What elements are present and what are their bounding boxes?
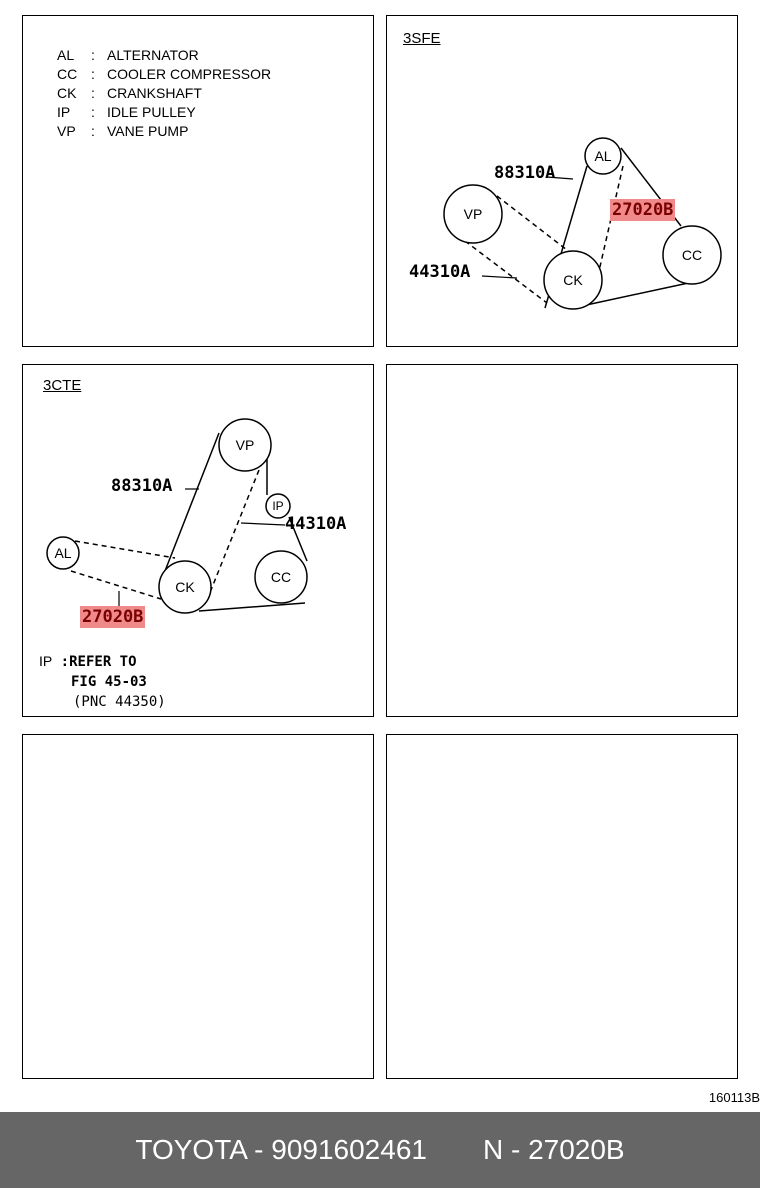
part-number-27020b[interactable]: 27020B xyxy=(80,606,146,628)
pulley-cc xyxy=(254,550,308,604)
legend-sep: : xyxy=(91,85,95,101)
belt-27020b-line xyxy=(198,602,306,612)
belt-diagram-3sfe: AL VP CK CC xyxy=(443,137,722,310)
legend-panel: AL: ALTERNATOR CC: COOLER COMPRESSOR CK: CR… xyxy=(22,15,374,347)
empty-panel xyxy=(22,734,374,1079)
leader-line xyxy=(481,275,518,279)
note-line[interactable]: FIG 45-03 xyxy=(71,674,147,690)
pulley-label: VP xyxy=(236,437,255,453)
legend-name: ALTERNATOR xyxy=(107,47,199,63)
footer-brand-part: TOYOTA - 9091602461 xyxy=(135,1134,427,1165)
pulley-label: CC xyxy=(682,247,702,263)
legend-code: VP xyxy=(57,123,76,139)
pulley-label: CK xyxy=(563,272,583,288)
leader-line xyxy=(240,522,286,526)
pulley-label: AL xyxy=(54,545,71,561)
footer-pnc: N - 27020B xyxy=(482,1134,625,1165)
belt-27020b-line xyxy=(576,281,694,308)
legend-name: COOLER COMPRESSOR xyxy=(107,66,272,82)
engine-label: 3CTE xyxy=(43,377,82,394)
legend-row: CK: CRANKSHAFT xyxy=(57,84,271,103)
leader-line xyxy=(546,176,574,180)
legend-sep: : xyxy=(91,104,95,120)
legend-code: AL xyxy=(57,47,75,63)
belt-27020b-line xyxy=(288,516,308,562)
part-number-27020b[interactable]: 27020B xyxy=(610,199,676,221)
pulley-ip xyxy=(265,493,291,519)
figure-id: 160113B xyxy=(708,1090,760,1105)
belt-44310a-line xyxy=(464,240,548,304)
diagram-3cte-panel: VP IP AL CK CC 3CTE 88310A 44310A 27020B… xyxy=(22,364,374,717)
pulley-cc xyxy=(662,225,722,285)
legend-code: CK xyxy=(57,85,77,101)
legend-name: IDLE PULLEY xyxy=(107,104,196,120)
belt-27020b-line xyxy=(70,570,162,600)
belt-27020b-line xyxy=(74,540,176,559)
empty-panel xyxy=(386,364,738,717)
pulley-label: CK xyxy=(175,579,195,595)
note-text: :REFER TO xyxy=(60,654,137,670)
pulley-ck xyxy=(543,250,603,310)
pulley-vp xyxy=(218,418,272,472)
belt-diagram-3cte: VP IP AL CK CC xyxy=(46,418,308,614)
legend-code: IP xyxy=(57,104,71,120)
note-ip: IP xyxy=(39,653,53,669)
legend-row: CC: COOLER COMPRESSOR xyxy=(57,65,271,84)
engine-label: 3SFE xyxy=(403,30,441,47)
pulley-label: AL xyxy=(594,148,611,164)
legend-row: AL: ALTERNATOR xyxy=(57,46,271,65)
legend-name: VANE PUMP xyxy=(107,123,189,139)
belt-44310a-line xyxy=(496,195,568,251)
pulley-al xyxy=(584,137,622,175)
note-line: (PNC 44350) xyxy=(73,694,166,710)
part-number-44310a[interactable]: 44310A xyxy=(409,262,471,282)
belt-88310a-line xyxy=(164,432,220,572)
diagram-3sfe-panel: AL VP CK CC 3SFE 88310A 27020B 44310A xyxy=(386,15,738,347)
pulley-vp xyxy=(443,184,503,244)
pulley-al xyxy=(46,536,80,570)
pulley-label: IP xyxy=(272,499,283,513)
footer-bar: TOYOTA - 9091602461 N - 27020B xyxy=(0,1112,760,1188)
reference-note: IP :REFER TO FIG 45-03 (PNC 44350) xyxy=(39,651,166,712)
part-number-44310a[interactable]: 44310A xyxy=(285,514,347,534)
legend-sep: : xyxy=(91,123,95,139)
pulley-label: VP xyxy=(464,206,483,222)
legend-row: VP: VANE PUMP xyxy=(57,122,271,141)
legend-row: IP: IDLE PULLEY xyxy=(57,103,271,122)
legend-name: CRANKSHAFT xyxy=(107,85,202,101)
legend-code: CC xyxy=(57,66,78,82)
legend-sep: : xyxy=(91,66,95,82)
part-number-88310a[interactable]: 88310A xyxy=(111,476,173,496)
pulley-ck xyxy=(158,560,212,614)
legend: AL: ALTERNATOR CC: COOLER COMPRESSOR CK: CR… xyxy=(57,46,271,141)
note-line: IP :REFER TO xyxy=(39,651,166,672)
part-number-88310a[interactable]: 88310A xyxy=(494,163,556,183)
empty-panel xyxy=(386,734,738,1079)
pulley-label: CC xyxy=(271,569,291,585)
legend-sep: : xyxy=(91,47,95,63)
